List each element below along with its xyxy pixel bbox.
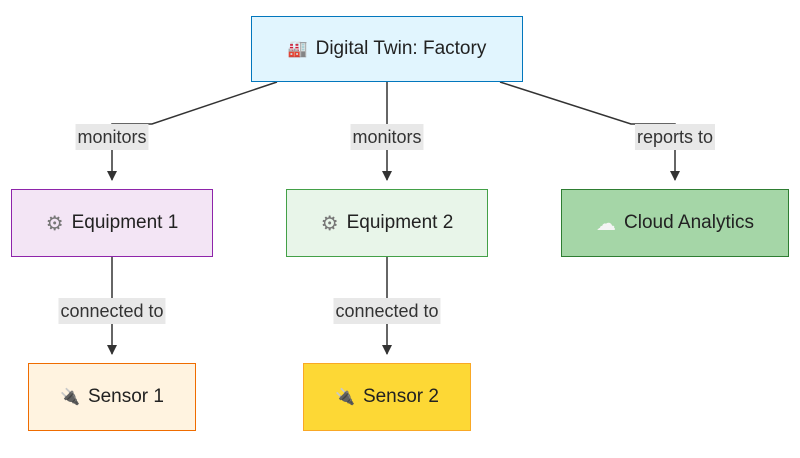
cloud-icon: ☁ (596, 211, 617, 235)
node-cloud-analytics[interactable]: ☁ Cloud Analytics (561, 189, 789, 257)
edge-label-connected-s2: connected to (333, 298, 441, 324)
node-equipment-2[interactable]: ⚙ Equipment 2 (286, 189, 488, 257)
node-equipment-1[interactable]: ⚙ Equipment 1 (11, 189, 213, 257)
node-label: Equipment 1 (71, 212, 179, 233)
edge-label-monitors-eq2: monitors (350, 124, 424, 150)
node-label: Digital Twin: Factory (315, 38, 487, 59)
node-label: Sensor 1 (87, 386, 164, 407)
node-sensor-1[interactable]: 🔌 Sensor 1 (28, 363, 196, 431)
node-label: Sensor 2 (362, 386, 439, 407)
edge-label-reports-to: reports to (634, 124, 716, 150)
node-label: Cloud Analytics (624, 212, 754, 233)
edge-label-connected-s1: connected to (58, 298, 166, 324)
plug-icon: 🔌 (335, 387, 355, 406)
node-label: Equipment 2 (346, 212, 454, 233)
node-sensor-2[interactable]: 🔌 Sensor 2 (303, 363, 471, 431)
gear-icon: ⚙ (320, 211, 339, 235)
node-digital-twin-factory[interactable]: 🏭 Digital Twin: Factory (251, 16, 523, 82)
gear-icon: ⚙ (45, 211, 64, 235)
plug-icon: 🔌 (60, 387, 80, 406)
factory-icon: 🏭 (287, 39, 308, 58)
edge-label-monitors-eq1: monitors (75, 124, 149, 150)
